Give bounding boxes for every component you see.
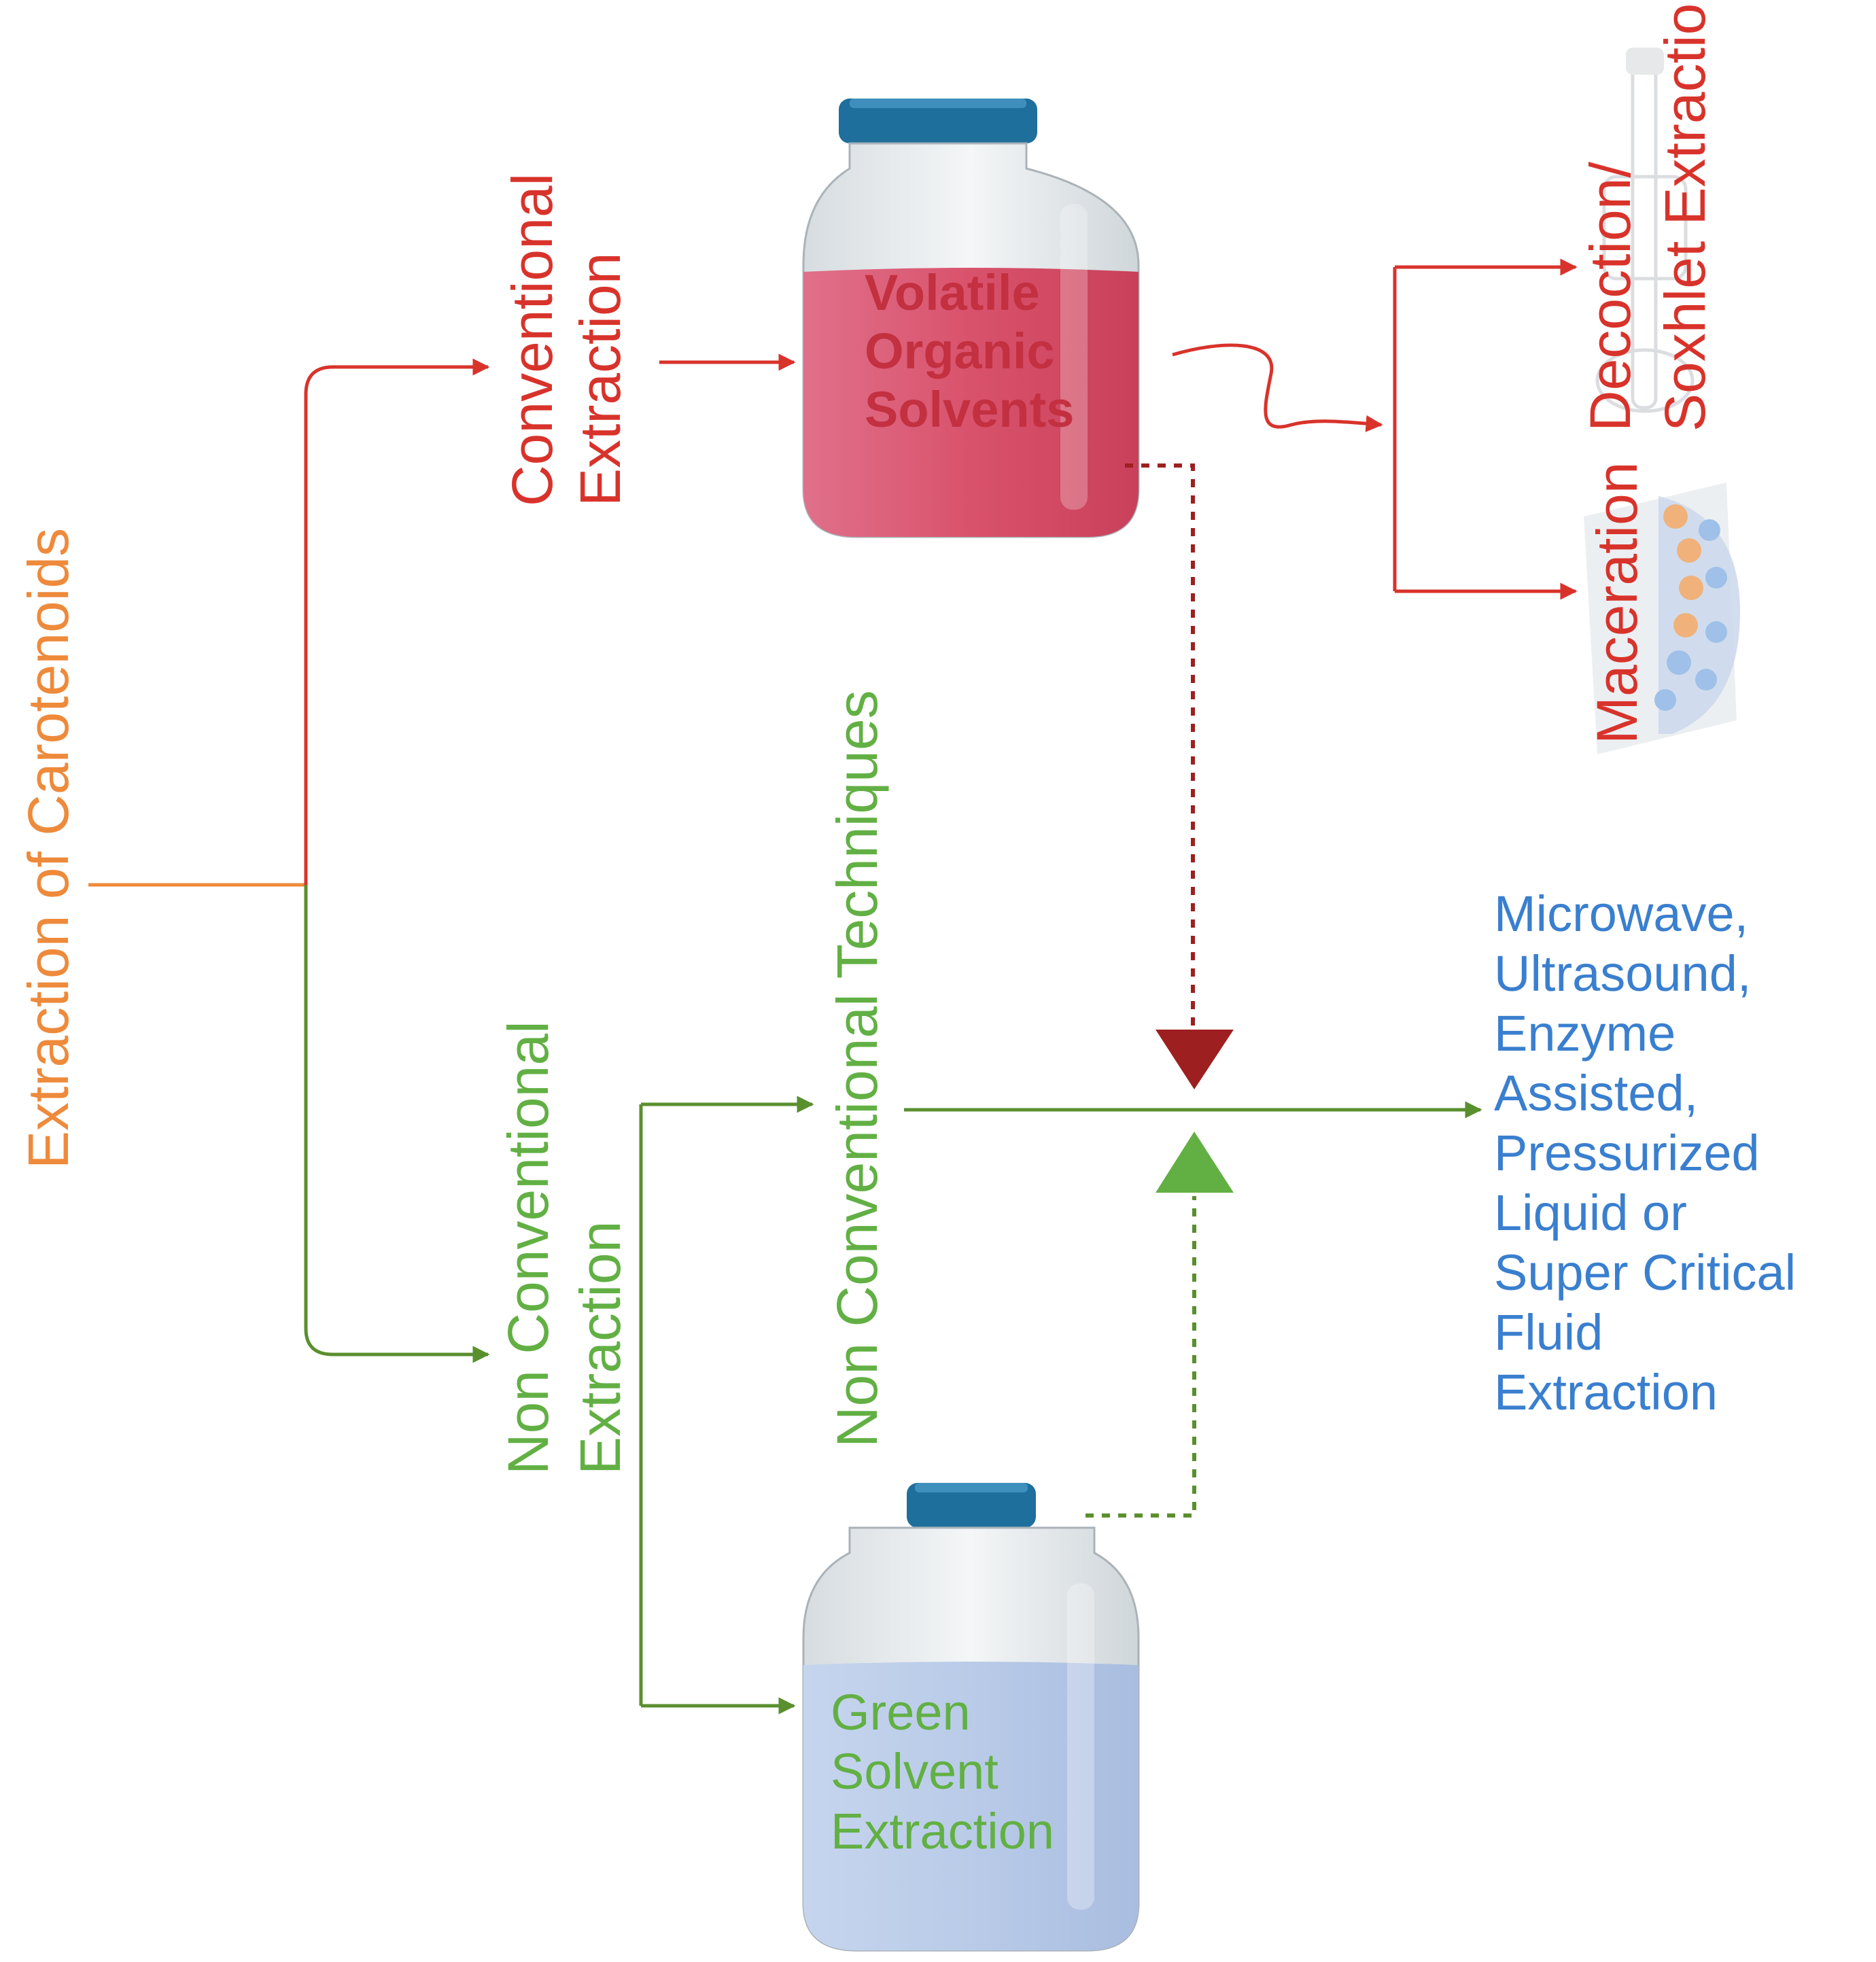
svg-text:Microwave,: Microwave,	[1494, 886, 1748, 942]
svg-text:Extraction: Extraction	[568, 253, 632, 507]
svg-text:Volatile: Volatile	[865, 264, 1040, 321]
svg-text:Extraction: Extraction	[568, 1221, 632, 1475]
svg-text:Super Critical: Super Critical	[1494, 1244, 1796, 1301]
svg-text:Solvent: Solvent	[831, 1743, 998, 1800]
bottle-icon	[802, 99, 1140, 538]
svg-text:Liquid or: Liquid or	[1494, 1185, 1687, 1241]
triangle-down-icon	[1156, 1030, 1234, 1089]
soxhlet-apparatus-icon	[1595, 48, 1695, 413]
label-volatile-organic-solvents: Volatile Organic Solvents	[865, 264, 1074, 438]
bottle-icon	[802, 1483, 1140, 1952]
svg-text:Pressurized: Pressurized	[1494, 1125, 1760, 1181]
label-maceration: Maceration	[1585, 461, 1649, 744]
dotted-connector-volatile	[1125, 463, 1195, 1043]
svg-text:Green: Green	[831, 1684, 971, 1740]
label-extraction-of-carotenoids: Extraction of Carotenoids	[16, 528, 80, 1169]
label-decoction-soxhlet-extraction: Decoction/ Soxhlet Extraction	[1578, 0, 1717, 432]
dotted-connector-green	[1085, 1196, 1196, 1518]
svg-text:Ultrasound,: Ultrasound,	[1494, 945, 1751, 1002]
svg-text:Decoction/: Decoction/	[1578, 161, 1642, 432]
svg-text:Solvents: Solvents	[865, 381, 1074, 438]
svg-text:Conventional: Conventional	[500, 173, 564, 506]
triangle-up-icon	[1156, 1132, 1234, 1193]
mortar-mesh-icon	[1584, 483, 1740, 754]
arrow-wavy-to-methods	[1172, 343, 1383, 432]
label-conventional-extraction: Conventional Extraction	[500, 173, 632, 506]
label-green-solvent-extraction: Green Solvent Extraction	[831, 1684, 1054, 1859]
branch-nonconventional	[304, 885, 490, 1363]
svg-text:Organic: Organic	[865, 323, 1055, 379]
svg-text:Extraction: Extraction	[831, 1803, 1054, 1859]
svg-text:Non Conventional: Non Conventional	[496, 1021, 560, 1475]
label-nonconventional-techniques: Non Conventional Techniques	[825, 690, 889, 1448]
svg-text:Assisted,: Assisted,	[1494, 1065, 1698, 1121]
branch-conventional	[304, 358, 490, 885]
label-techniques-list: Microwave, Ultrasound, Enzyme Assisted, …	[1494, 886, 1796, 1420]
svg-text:Enzyme: Enzyme	[1494, 1005, 1675, 1062]
svg-text:Extraction: Extraction	[1494, 1364, 1718, 1420]
svg-text:Soxhlet Extraction: Soxhlet Extraction	[1653, 0, 1717, 432]
label-nonconventional-extraction: Non Conventional Extraction	[496, 1021, 632, 1475]
svg-text:Fluid: Fluid	[1494, 1304, 1603, 1361]
